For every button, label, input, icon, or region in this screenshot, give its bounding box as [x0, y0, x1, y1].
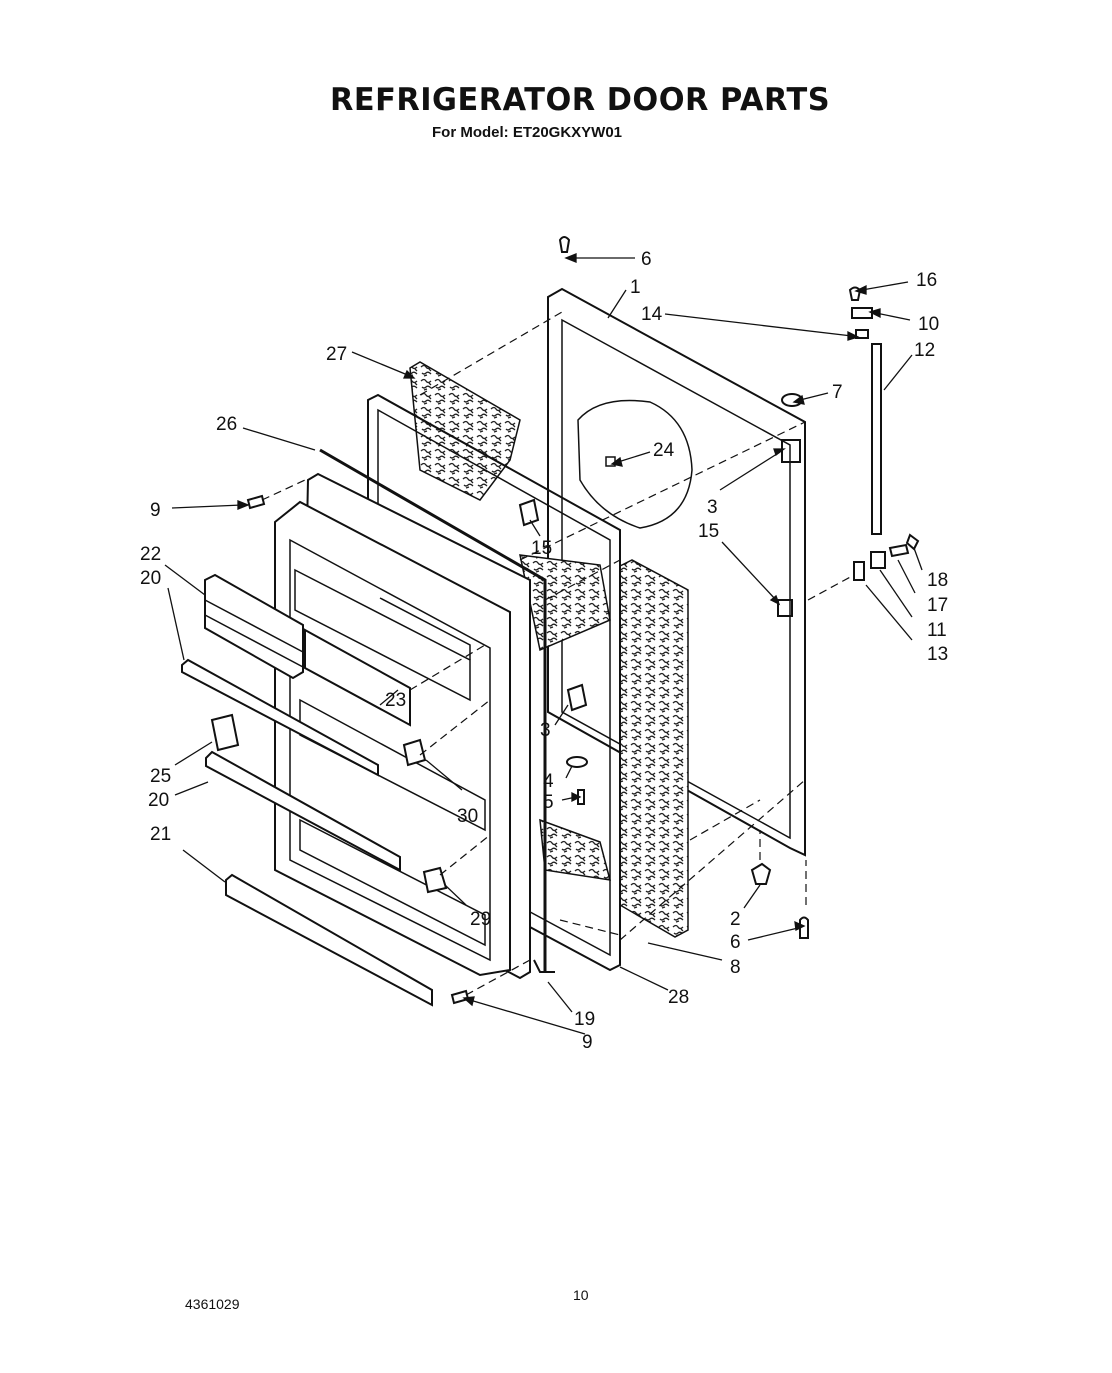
bracket-3-lower — [566, 683, 588, 712]
screw-9-lower — [450, 989, 470, 1005]
callout-16: 16 — [916, 270, 937, 291]
screw-9-upper — [246, 494, 266, 510]
cam-2 — [750, 862, 772, 885]
bracket-25 — [210, 713, 240, 752]
callout-5: 5 — [543, 792, 554, 813]
leader-lines — [164, 253, 923, 1035]
shelf-bar-20-lower — [205, 750, 401, 872]
callout-13: 13 — [927, 644, 948, 665]
callout-3-lower: 3 — [540, 720, 551, 741]
callout-19: 19 — [574, 1009, 595, 1030]
foam-insulation-27 — [409, 361, 521, 501]
screw-17 — [888, 543, 910, 558]
foam-insulation-bottom — [539, 818, 612, 881]
hinge-rod-12 — [871, 343, 882, 535]
model-subtitle: For Model: ET20GKXYW01 — [432, 124, 623, 141]
callout-18: 18 — [927, 570, 948, 591]
hinge-block-11 — [870, 551, 886, 569]
bracket-15-right — [777, 599, 793, 617]
callout-11: 11 — [927, 620, 947, 641]
screw-5 — [577, 789, 585, 805]
callout-21: 21 — [150, 824, 171, 845]
callout-4: 4 — [543, 771, 554, 792]
callout-9-upper: 9 — [150, 500, 161, 521]
door-liner — [274, 472, 531, 980]
callout-28: 28 — [668, 987, 689, 1008]
page-number: 10 — [573, 1287, 589, 1303]
callout-6-bottom: 6 — [730, 932, 741, 953]
callout-20-lower: 20 — [148, 790, 169, 811]
callout-12: 12 — [914, 340, 935, 361]
bracket-15-left — [518, 498, 540, 527]
callout-24: 24 — [653, 440, 675, 461]
washer-4 — [566, 756, 588, 768]
hinge-10 — [851, 307, 873, 319]
callout-23: 23 — [385, 690, 406, 711]
callout-15-right: 15 — [698, 521, 719, 542]
callout-30: 30 — [457, 806, 478, 827]
callout-labels: 6 1 16 14 10 12 27 7 26 24 9 3 15 15 22 … — [140, 249, 948, 1053]
shelf-bar-20-upper — [181, 658, 379, 777]
callout-22: 22 — [140, 544, 161, 565]
screw-6-bottom — [799, 916, 809, 939]
insulation-patch — [577, 399, 693, 529]
callout-8: 8 — [730, 957, 741, 978]
callout-6-top: 6 — [641, 249, 652, 270]
shim-14 — [855, 329, 869, 339]
screw-6-top — [558, 236, 571, 253]
callout-25: 25 — [150, 766, 171, 787]
breaker-strip-26 — [319, 448, 547, 972]
callout-26: 26 — [216, 414, 237, 435]
document-number: 4361029 — [185, 1296, 240, 1312]
shelf-bar-22 — [204, 573, 304, 680]
callout-14: 14 — [641, 304, 663, 325]
callout-9-lower: 9 — [582, 1032, 593, 1053]
shelf-bar-21 — [225, 873, 433, 1007]
foam-insulation-side — [619, 559, 689, 938]
bushing-13 — [853, 561, 865, 581]
callout-1: 1 — [630, 277, 641, 298]
screw-16 — [848, 286, 862, 301]
alignment-lines — [261, 311, 855, 996]
callout-15-left: 15 — [531, 538, 552, 559]
callout-10: 10 — [918, 314, 939, 335]
callout-2: 2 — [730, 909, 741, 930]
callout-7: 7 — [832, 382, 843, 403]
retainer-30 — [402, 738, 427, 767]
callout-29: 29 — [470, 909, 491, 930]
page-title: REFRIGERATOR DOOR PARTS — [330, 82, 831, 118]
callout-20-upper: 20 — [140, 568, 161, 589]
breaker-strip-19 — [533, 959, 555, 973]
washer-18 — [905, 533, 920, 551]
callout-27: 27 — [326, 344, 347, 365]
callout-3-upper: 3 — [707, 497, 718, 518]
callout-17: 17 — [927, 595, 948, 616]
